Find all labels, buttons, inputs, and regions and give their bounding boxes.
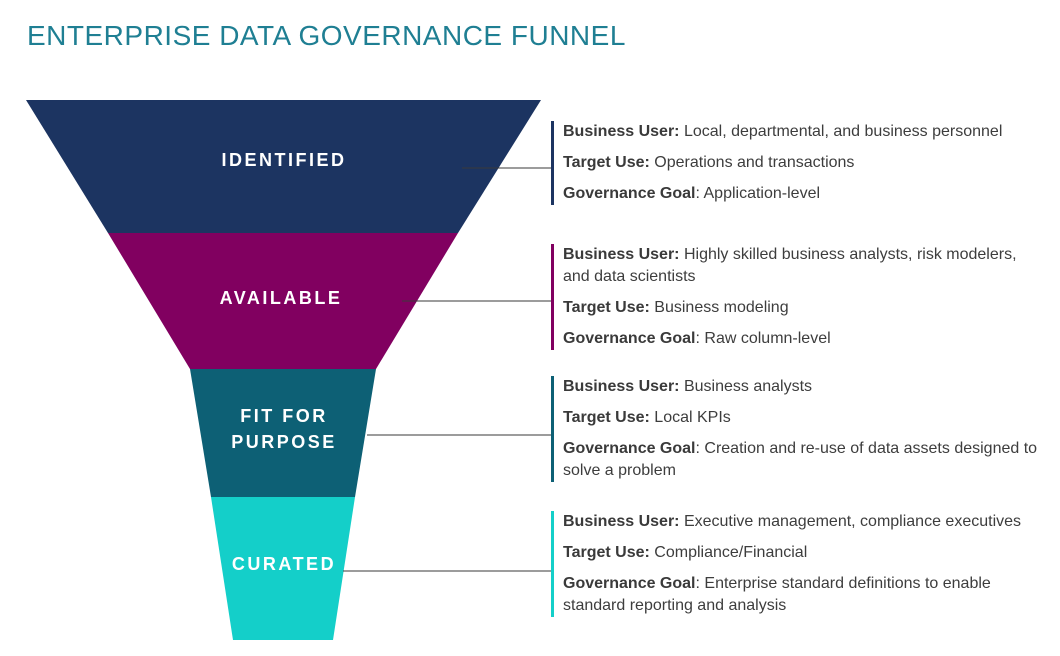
info-block-fit-for-purpose: Business User: Business analysts Target … bbox=[551, 376, 1041, 482]
target-use-row: Target Use: Compliance/Financial bbox=[563, 544, 808, 561]
funnel-stage-curated bbox=[211, 497, 355, 640]
funnel-stage-fit-for-purpose bbox=[190, 369, 376, 497]
business-user-row: Business User: Business analysts bbox=[563, 378, 813, 395]
governance-goal-row: Governance Goal: Creation and re-use of … bbox=[563, 440, 1038, 479]
business-user-row: Business User: Highly skilled business a… bbox=[563, 246, 1017, 285]
stage-label-curated: CURATED bbox=[232, 554, 336, 574]
stage-label-fit-for-purpose-line1: FIT FOR bbox=[240, 406, 328, 426]
target-use-row: Target Use: Business modeling bbox=[563, 299, 789, 316]
target-use-row: Target Use: Operations and transactions bbox=[563, 154, 855, 171]
governance-goal-row: Governance Goal: Application-level bbox=[563, 185, 821, 202]
info-block-curated: Business User: Executive management, com… bbox=[551, 511, 1041, 617]
governance-goal-row: Governance Goal: Raw column-level bbox=[563, 330, 831, 347]
funnel-stage-identified bbox=[26, 100, 541, 233]
page-title: ENTERPRISE DATA GOVERNANCE FUNNEL bbox=[27, 20, 626, 51]
stage-label-fit-for-purpose-line2: PURPOSE bbox=[231, 432, 337, 452]
stage-label-available: AVAILABLE bbox=[220, 288, 343, 308]
funnel-stage-available bbox=[108, 233, 458, 369]
info-block-identified: Business User: Local, departmental, and … bbox=[551, 121, 1041, 205]
governance-goal-row: Governance Goal: Enterprise standard def… bbox=[563, 575, 991, 614]
info-block-available: Business User: Highly skilled business a… bbox=[551, 244, 1041, 350]
business-user-row: Business User: Local, departmental, and … bbox=[563, 123, 1003, 140]
business-user-row: Business User: Executive management, com… bbox=[563, 513, 1022, 530]
target-use-row: Target Use: Local KPIs bbox=[563, 409, 731, 426]
stage-label-identified: IDENTIFIED bbox=[221, 150, 346, 170]
